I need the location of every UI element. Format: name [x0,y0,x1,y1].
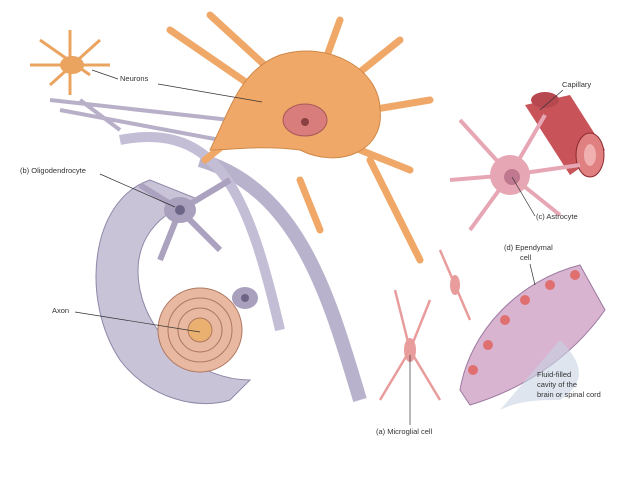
label-axon: Axon [52,306,70,315]
microglial-cell [378,249,472,401]
label-ependymal: (d) Ependymal [504,243,553,252]
label-astrocyte: (c) Astrocyte [536,212,578,221]
label-neurons: Neurons [120,74,149,83]
label-microglial: (a) Microglial cell [376,427,433,436]
axon-fiber [197,153,367,403]
neuron-large [166,11,434,264]
label-ependymal-cell: cell [520,253,532,262]
label-capillary: Capillary [562,80,592,89]
label-oligodendrocyte: (b) Oligodendrocyte [20,166,86,175]
neuron-small [30,30,110,95]
process-net [49,98,231,142]
oligodendrocyte [138,177,258,309]
axon-fiber [119,131,285,332]
label-fluid-3: brain or spinal cord [537,390,601,399]
leader-lines [74,69,564,425]
capillary [525,92,605,178]
ependymal-cells [459,264,606,410]
label-fluid-1: Fluid-filled [537,370,572,379]
axon-cross-section [157,287,243,373]
myelin-sheath [95,179,252,405]
label-fluid-2: cavity of the [537,380,578,389]
